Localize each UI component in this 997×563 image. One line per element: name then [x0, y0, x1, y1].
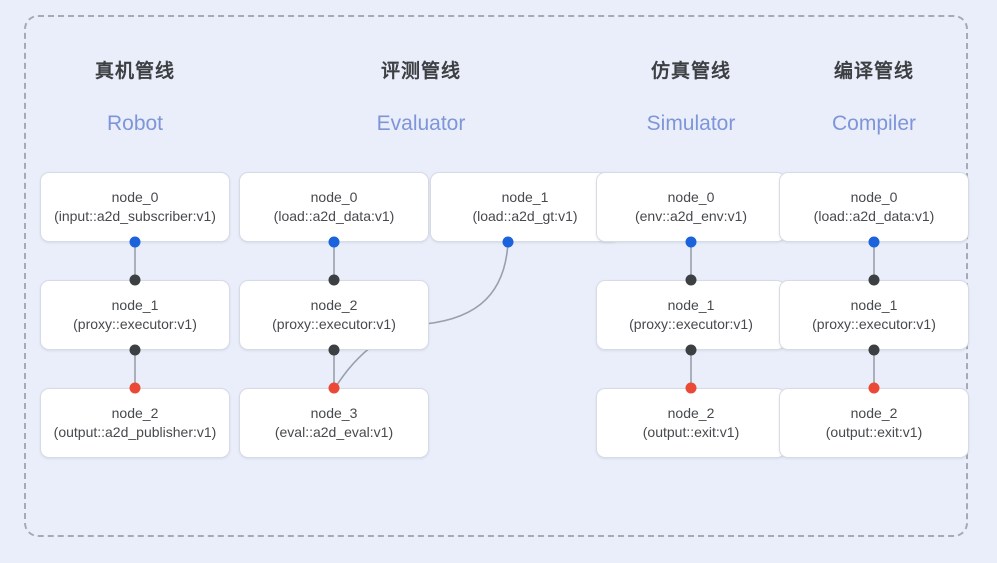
node-evaluator-2[interactable]: node_2 (proxy::executor:v1) — [239, 280, 429, 350]
port-out-evaluator-2[interactable] — [328, 344, 340, 356]
node-simulator-0[interactable]: node_0 (env::a2d_env:v1) — [596, 172, 786, 242]
port-in-evaluator-2[interactable] — [328, 274, 340, 286]
node-label-type: (output::exit:v1) — [642, 424, 740, 440]
node-label-type: (env::a2d_env:v1) — [634, 208, 748, 224]
node-label-type: (output::a2d_publisher:v1) — [53, 424, 217, 440]
node-label-name: node_0 — [850, 189, 898, 206]
port-out-simulator-1[interactable] — [685, 344, 697, 356]
node-label-type: (load::a2d_data:v1) — [273, 208, 395, 224]
port-out-robot-0[interactable] — [129, 236, 141, 248]
port-out-evaluator-1[interactable] — [502, 236, 514, 248]
node-label-name: node_1 — [850, 297, 898, 314]
node-label-type: (eval::a2d_eval:v1) — [274, 424, 394, 440]
node-label-name: node_0 — [667, 189, 715, 206]
node-label-name: node_1 — [501, 189, 549, 206]
node-simulator-1[interactable]: node_1 (proxy::executor:v1) — [596, 280, 786, 350]
node-label-type: (load::a2d_gt:v1) — [472, 208, 578, 224]
port-in-compiler-1[interactable] — [868, 274, 880, 286]
node-label-type: (proxy::executor:v1) — [812, 316, 936, 332]
node-compiler-2[interactable]: node_2 (output::exit:v1) — [779, 388, 969, 458]
node-label-type: (proxy::executor:v1) — [73, 316, 197, 332]
node-label-type: (input::a2d_subscriber:v1) — [54, 208, 216, 224]
port-out-compiler-0[interactable] — [868, 236, 880, 248]
node-evaluator-0[interactable]: node_0 (load::a2d_data:v1) — [239, 172, 429, 242]
port-in-simulator-2[interactable] — [685, 382, 697, 394]
port-out-robot-1[interactable] — [129, 344, 141, 356]
port-in-simulator-1[interactable] — [685, 274, 697, 286]
node-label-name: node_0 — [310, 189, 358, 206]
port-in-robot-2[interactable] — [129, 382, 141, 394]
node-robot-2[interactable]: node_2 (output::a2d_publisher:v1) — [40, 388, 230, 458]
node-label-type: (output::exit:v1) — [825, 424, 923, 440]
node-robot-1[interactable]: node_1 (proxy::executor:v1) — [40, 280, 230, 350]
node-evaluator-3[interactable]: node_3 (eval::a2d_eval:v1) — [239, 388, 429, 458]
node-label-name: node_3 — [310, 405, 358, 422]
node-compiler-0[interactable]: node_0 (load::a2d_data:v1) — [779, 172, 969, 242]
node-label-type: (load::a2d_data:v1) — [813, 208, 935, 224]
node-evaluator-1[interactable]: node_1 (load::a2d_gt:v1) — [430, 172, 620, 242]
node-label-name: node_2 — [310, 297, 358, 314]
node-label-type: (proxy::executor:v1) — [272, 316, 396, 332]
node-compiler-1[interactable]: node_1 (proxy::executor:v1) — [779, 280, 969, 350]
node-label-type: (proxy::executor:v1) — [629, 316, 753, 332]
node-label-name: node_1 — [667, 297, 715, 314]
port-out-compiler-1[interactable] — [868, 344, 880, 356]
node-simulator-2[interactable]: node_2 (output::exit:v1) — [596, 388, 786, 458]
port-in-evaluator-3[interactable] — [328, 382, 340, 394]
node-robot-0[interactable]: node_0 (input::a2d_subscriber:v1) — [40, 172, 230, 242]
port-in-robot-1[interactable] — [129, 274, 141, 286]
pipeline-group-frame — [24, 15, 968, 537]
port-out-evaluator-0[interactable] — [328, 236, 340, 248]
node-label-name: node_2 — [850, 405, 898, 422]
node-label-name: node_1 — [111, 297, 159, 314]
port-out-simulator-0[interactable] — [685, 236, 697, 248]
node-label-name: node_2 — [111, 405, 159, 422]
node-label-name: node_0 — [111, 189, 159, 206]
port-in-compiler-2[interactable] — [868, 382, 880, 394]
node-label-name: node_2 — [667, 405, 715, 422]
